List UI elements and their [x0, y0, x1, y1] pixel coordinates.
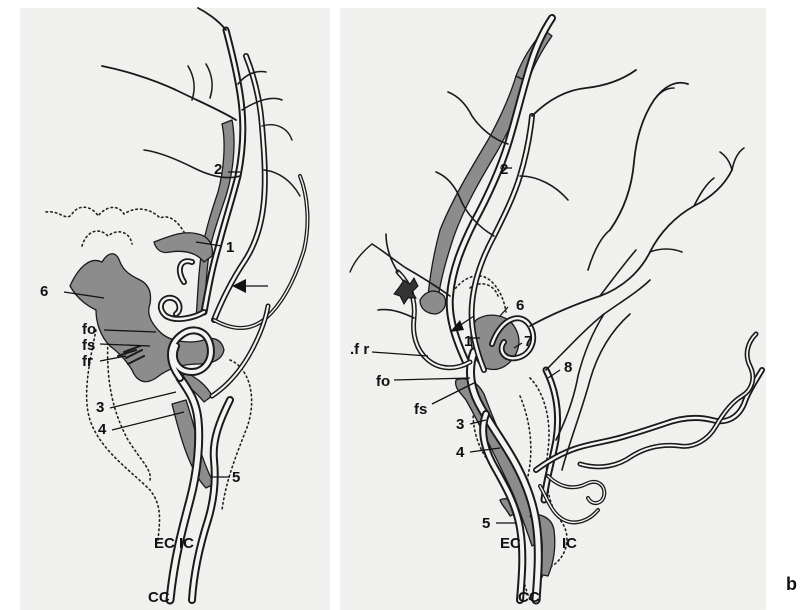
label-ec: EC — [500, 535, 521, 552]
label-fo: fo — [82, 321, 96, 338]
label-8: 8 — [564, 359, 572, 376]
label-3: 3 — [456, 416, 464, 433]
label-3: 3 — [96, 399, 104, 416]
label-fr: fr — [82, 353, 93, 370]
label-2: 2 — [214, 161, 222, 178]
label-fs: fs — [82, 337, 95, 354]
label-ec-ic: EC IC — [154, 535, 194, 552]
label-fs: fs — [414, 401, 427, 418]
label-2: 2 — [500, 161, 508, 178]
label-5: 5 — [232, 469, 240, 486]
label-5: 5 — [482, 515, 490, 532]
panel-b: 2 6 1 7 8 .f r fo fs 3 4 5 EC IC CC — [340, 8, 766, 610]
label-1: 1 — [226, 239, 234, 256]
label-7: 7 — [524, 333, 532, 350]
label-cc: CC — [148, 589, 170, 606]
label-4: 4 — [456, 444, 465, 461]
panel-letter-b: b — [786, 574, 797, 594]
panel-a-background — [20, 8, 330, 610]
label-fr: .f r — [350, 341, 369, 358]
label-cc: CC — [518, 589, 540, 606]
panel-a: 2 1 6 fo fs fr 3 4 5 EC IC CC — [20, 8, 330, 610]
label-ic: IC — [562, 535, 577, 552]
label-1: 1 — [464, 333, 472, 350]
label-4: 4 — [98, 421, 107, 438]
label-6: 6 — [516, 297, 524, 314]
label-fo: fo — [376, 373, 390, 390]
label-6: 6 — [40, 283, 48, 300]
